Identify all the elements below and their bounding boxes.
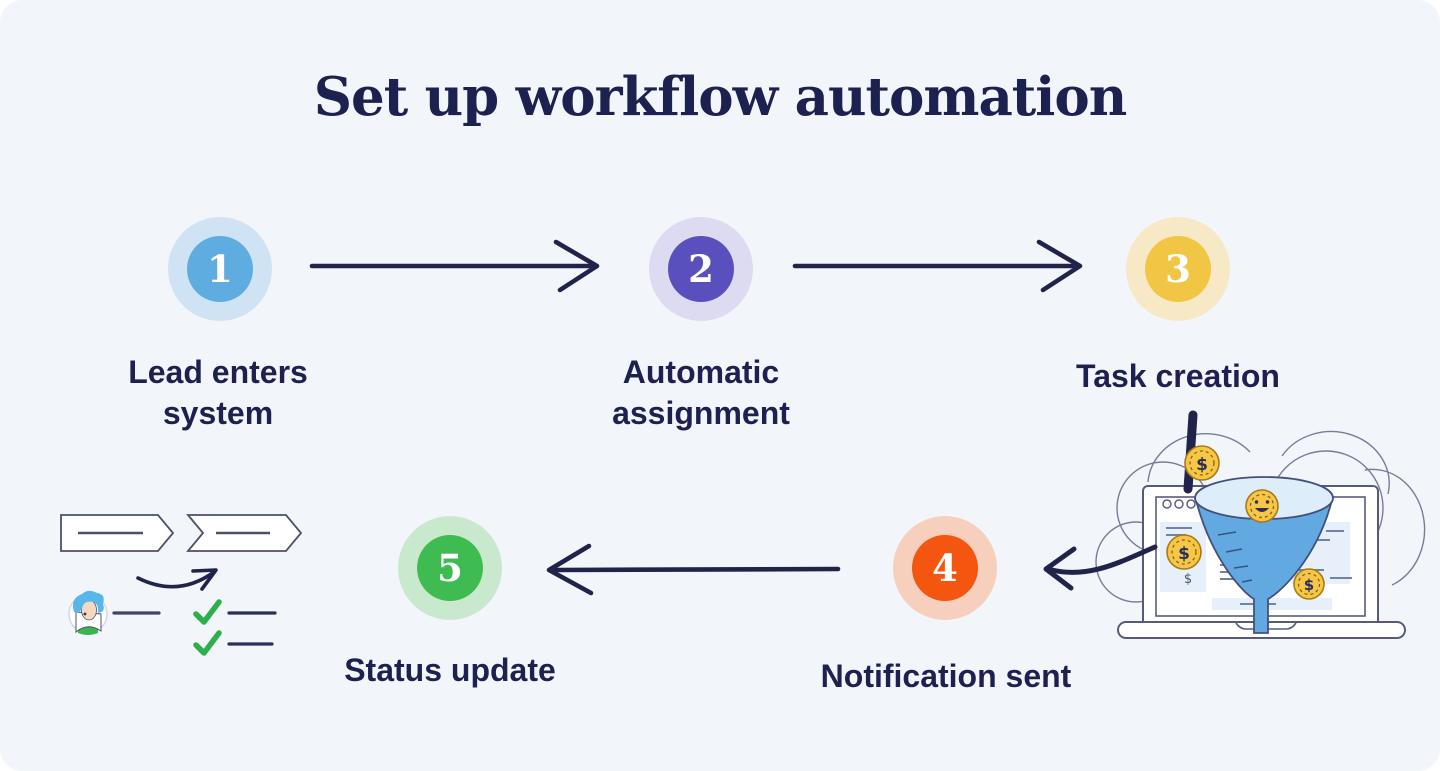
svg-text:$: $ bbox=[1184, 572, 1192, 587]
step-label-5: Status update bbox=[344, 652, 556, 688]
step-label-3: Task creation bbox=[1076, 358, 1280, 394]
check-item-1 bbox=[193, 599, 277, 625]
step-circle-2: 2 bbox=[649, 217, 753, 321]
funnel-icon bbox=[1194, 476, 1334, 634]
step-circle-3: 3 bbox=[1126, 217, 1230, 321]
step-number-2: 2 bbox=[668, 236, 734, 302]
step-number-3: 3 bbox=[1145, 236, 1211, 302]
page-title: Set up workflow automation bbox=[313, 66, 1128, 128]
coin-icon-smiley bbox=[1245, 489, 1279, 523]
arrow-step1-step2 bbox=[309, 239, 600, 293]
svg-text:$: $ bbox=[1178, 544, 1190, 564]
arrow-step2-step3 bbox=[792, 239, 1083, 293]
arrow-funnel-step4 bbox=[1043, 544, 1158, 591]
step-label-4: Notification sent bbox=[820, 658, 1072, 694]
swirl-lines bbox=[1095, 430, 1426, 603]
coin-icon-right: $ bbox=[1293, 568, 1325, 600]
svg-text:$: $ bbox=[1304, 576, 1314, 594]
step-circle-1: 1 bbox=[168, 217, 272, 321]
coin-icon-left: $ $ bbox=[1166, 534, 1202, 587]
checkmark-icon bbox=[193, 599, 222, 625]
avatar bbox=[68, 590, 108, 635]
step-number-5: 5 bbox=[417, 535, 483, 601]
browser-dots-icon bbox=[1162, 499, 1196, 509]
step-circle-5: 5 bbox=[398, 516, 502, 620]
svg-text:$: $ bbox=[1196, 455, 1208, 475]
laptop-icon bbox=[1117, 485, 1406, 639]
arrow-step4-step5 bbox=[546, 543, 841, 596]
funnel-laptop-illustration: $ $ $ $ bbox=[1095, 410, 1426, 639]
banner-shape-1 bbox=[60, 514, 175, 552]
workflow-checklist-illustration bbox=[60, 514, 303, 656]
checkmark-icon bbox=[193, 630, 222, 656]
coin-icon-top: $ bbox=[1184, 445, 1220, 481]
step-circle-4: 4 bbox=[893, 516, 997, 620]
banner-shape-2 bbox=[186, 514, 303, 552]
screen-content bbox=[1160, 522, 1352, 610]
arrow-step3-to-funnel bbox=[1183, 410, 1198, 494]
step-number-4: 4 bbox=[912, 535, 978, 601]
check-item-2 bbox=[193, 630, 274, 656]
step-label-1: Lead enters system bbox=[128, 354, 308, 431]
step-label-2: Automatic assignment bbox=[612, 354, 790, 431]
curved-arrow-icon bbox=[136, 568, 218, 591]
step-number-1: 1 bbox=[187, 236, 253, 302]
